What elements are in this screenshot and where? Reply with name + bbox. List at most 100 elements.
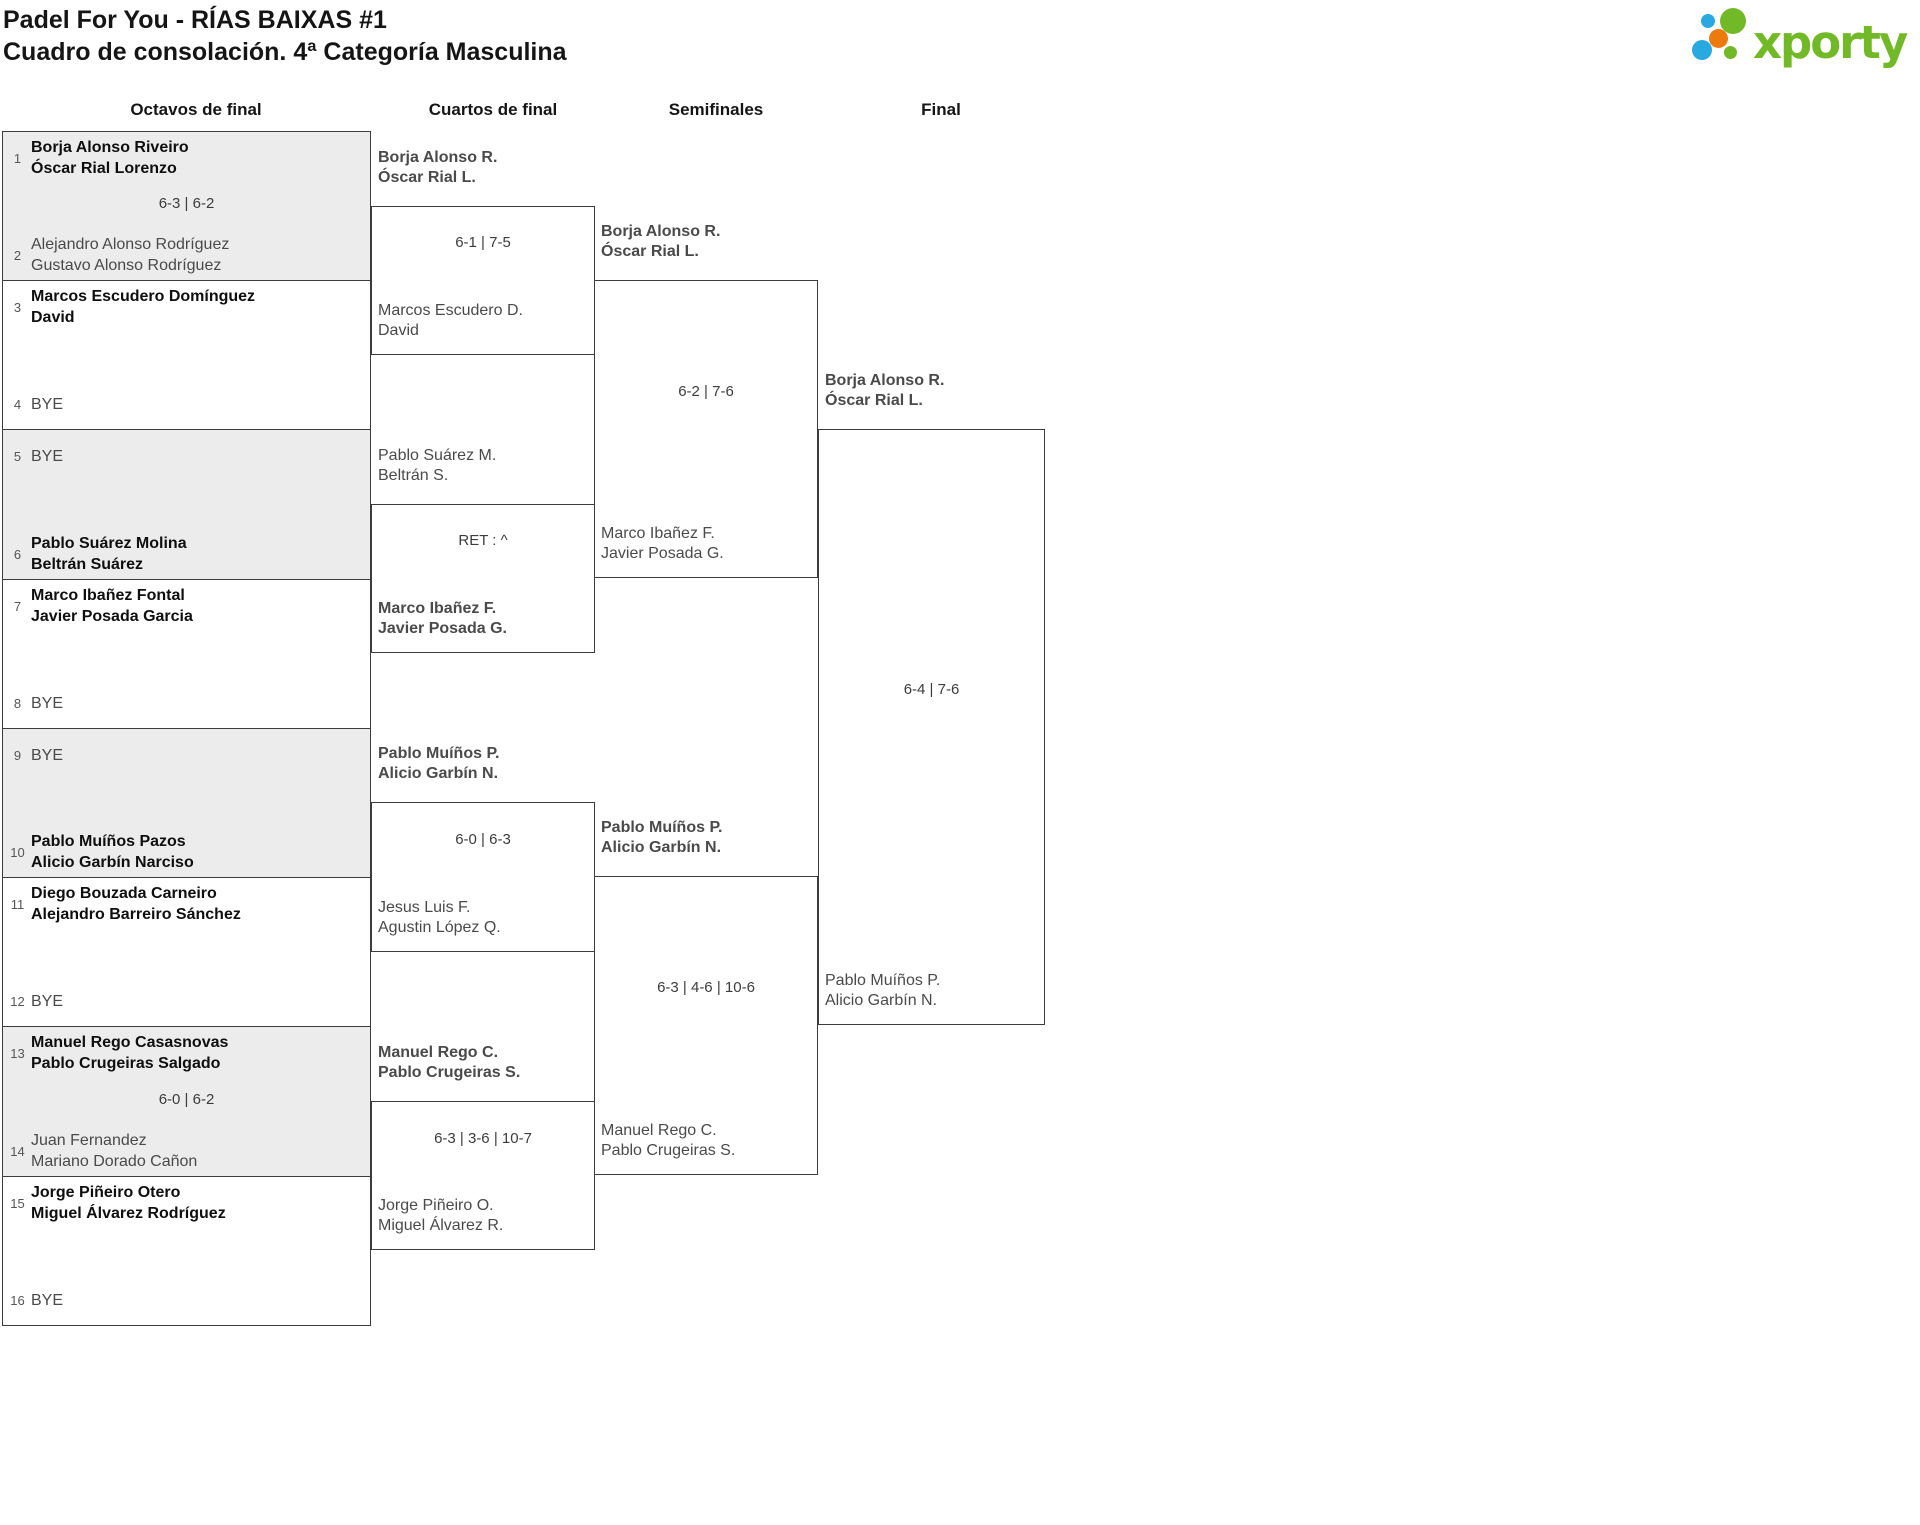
team-name: Jorge Piñeiro Otero Miguel Álvarez Rodrí… [31,1182,364,1224]
cuartos-match-2-box [371,504,595,653]
team-line-2: Pablo Crugeiras S. [601,1142,736,1159]
semifinal-2-bottom-team: Manuel Rego C. Pablo Crugeiras S. [601,1121,813,1161]
cuartos-2-bottom-team: Marco Ibañez F. Javier Posada G. [378,599,590,639]
semifinal-1-bottom-team: Marco Ibañez F. Javier Posada G. [601,524,813,564]
team-line-2: Alicio Garbín Narciso [31,854,194,871]
team-line-1: Jorge Piñeiro Otero [31,1184,181,1201]
team-line-1: Marco Ibañez F. [601,525,715,542]
logo-dot-orange-icon [1709,29,1728,48]
team-line-2: Miguel Álvarez Rodríguez [31,1205,226,1222]
team-line-2: Mariano Dorado Cañon [31,1153,198,1170]
cuartos-4-score: 6-3 | 3-6 | 10-7 [434,1130,532,1147]
cuartos-match-4-box [371,1101,595,1250]
team-line-1: Pablo Muíños P. [378,745,500,762]
team-line-1: Pablo Muíños P. [825,972,941,989]
cuartos-match-1-box [371,206,595,355]
team-line-1: Marcos Escudero D. [378,302,523,319]
slot-number: 8 [13,695,22,711]
team-line-2: Pablo Crugeiras S. [378,1064,521,1081]
team-name: BYE [31,734,364,776]
page-title-line1: Padel For You - RÍAS BAIXAS #1 [3,6,387,34]
team-line-2: Pablo Crugeiras Salgado [31,1055,221,1072]
cuartos-2-score: RET : ^ [458,532,508,549]
team-name: Pablo Muíños Pazos Alicio Garbín Narciso [31,831,364,873]
cuartos-3-top-team: Pablo Muíños P. Alicio Garbín N. [378,744,590,784]
cuartos-1-top-team: Borja Alonso R. Óscar Rial L. [378,148,590,188]
semifinal-1-top-team: Borja Alonso R. Óscar Rial L. [601,222,813,262]
cuartos-4-bottom-team: Jorge Piñeiro O. Miguel Álvarez R. [378,1196,590,1236]
slot-number: 10 [10,844,25,860]
semifinal-1-score: 6-2 | 7-6 [678,383,734,400]
octavos-match-3: 5 BYE 6 Pablo Suárez Molina Beltrán Suár… [2,429,371,580]
final-box [818,429,1045,1025]
team-name: BYE [31,682,364,724]
team-line-2: Alicio Garbín N. [378,765,499,782]
cuartos-3-score: 6-0 | 6-3 [455,831,511,848]
octavos-match-7: 13 Manuel Rego Casasnovas Pablo Crugeira… [2,1026,371,1177]
team-line-1: BYE [31,447,64,465]
cuartos-2-top-team: Pablo Suárez M. Beltrán S. [378,446,590,486]
team-line-1: Marco Ibañez Fontal [31,587,185,604]
cuartos-1-score: 6-1 | 7-5 [455,234,511,251]
semifinal-1-box [594,280,818,578]
slot-number: 6 [13,546,22,562]
team-name: BYE [31,383,364,425]
semifinal-2-score: 6-3 | 4-6 | 10-6 [657,979,755,996]
team-line-1: Borja Alonso Riveiro [31,139,189,156]
team-line-1: Pablo Muíños Pazos [31,833,186,850]
octavos-match-2: 3 Marcos Escudero Domínguez David 4 BYE [2,280,371,430]
team-line-1: BYE [31,746,64,764]
slot-number: 16 [10,1292,25,1308]
team-line-1: BYE [31,1291,64,1309]
team-line-1: Manuel Rego C. [378,1044,499,1061]
team-line-2: Óscar Rial Lorenzo [31,160,177,177]
octavos-match-8: 15 Jorge Piñeiro Otero Miguel Álvarez Ro… [2,1176,371,1326]
team-line-1: Pablo Suárez Molina [31,535,187,552]
slot-number: 13 [10,1045,25,1061]
octavos-match-1: 1 Borja Alonso Riveiro Óscar Rial Lorenz… [2,131,371,281]
team-name: Marco Ibañez Fontal Javier Posada Garcia [31,585,364,627]
slot-number: 11 [10,896,25,912]
team-line-1: Pablo Muíños P. [601,819,723,836]
team-line-1: Alejandro Alonso Rodríguez [31,236,230,253]
team-line-2: Óscar Rial L. [825,392,923,409]
final-top-team: Borja Alonso R. Óscar Rial L. [825,371,1037,411]
team-name: Alejandro Alonso Rodríguez Gustavo Alons… [31,234,364,276]
team-line-1: Manuel Rego C. [601,1122,717,1139]
team-line-2: Alicio Garbín N. [825,992,938,1009]
team-line-2: Javier Posada Garcia [31,608,193,625]
logo-wordmark: xporty [1753,16,1908,69]
team-name: Marcos Escudero Domínguez David [31,286,364,328]
team-line-1: Marcos Escudero Domínguez [31,288,256,305]
team-line-2: Alejandro Barreiro Sánchez [31,906,241,923]
team-line-1: Borja Alonso R. [825,372,945,389]
team-line-2: Agustin López Q. [378,919,501,936]
final-bottom-team: Pablo Muíños P. Alicio Garbín N. [825,971,1037,1011]
slot-number: 12 [10,993,25,1009]
team-name: BYE [31,435,364,477]
slot-number: 15 [10,1195,25,1211]
slot-number: 5 [13,448,22,464]
team-name: BYE [31,1279,364,1321]
round-header-octavos: Octavos de final [130,100,262,119]
team-line-2: David [31,309,75,326]
team-name: Borja Alonso Riveiro Óscar Rial Lorenzo [31,137,364,179]
slot-number: 14 [10,1143,25,1159]
cuartos-1-bottom-team: Marcos Escudero D. David [378,301,590,341]
logo-dot-blue-icon [1692,40,1712,60]
slot-number: 9 [13,747,22,763]
slot-number: 3 [13,299,22,315]
team-line-2: Miguel Álvarez R. [378,1217,504,1234]
team-line-2: Gustavo Alonso Rodríguez [31,257,222,274]
round-header-final: Final [921,100,961,119]
team-line-1: Diego Bouzada Carneiro [31,885,217,902]
cuartos-4-top-team: Manuel Rego C. Pablo Crugeiras S. [378,1043,590,1083]
team-line-2: Alicio Garbín N. [601,839,722,856]
team-line-1: BYE [31,694,64,712]
team-line-1: Pablo Suárez M. [378,447,497,464]
team-line-2: Javier Posada G. [601,545,724,562]
page-title-line2: Cuadro de consolación. 4ª Categoría Masc… [3,38,567,66]
team-name: Pablo Suárez Molina Beltrán Suárez [31,533,364,575]
octavos-match-4: 7 Marco Ibañez Fontal Javier Posada Garc… [2,579,371,729]
